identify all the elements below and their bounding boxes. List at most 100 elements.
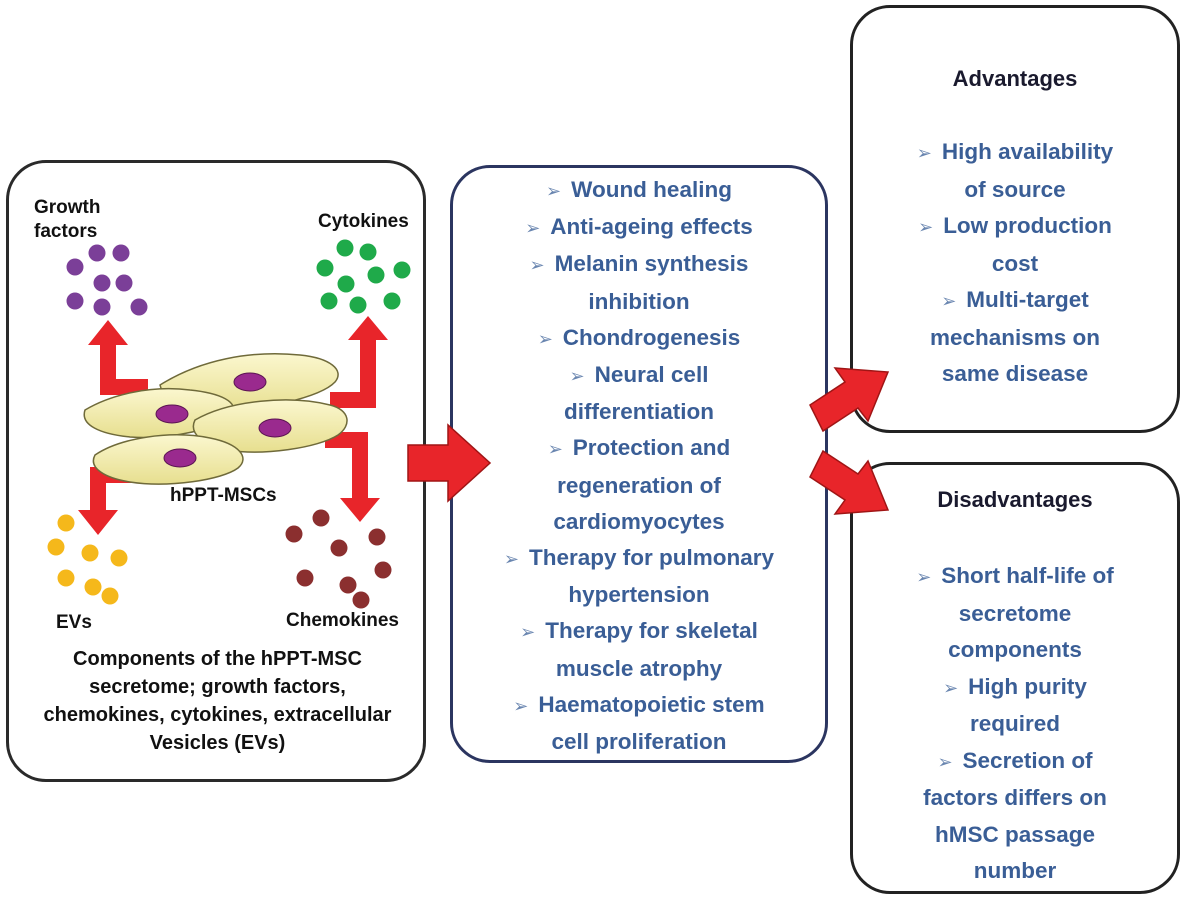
advantages-list: ➢High availability of source ➢ Low producti… <box>858 134 1172 393</box>
list-item-text: Haematopoietic stem <box>538 691 765 717</box>
dot <box>336 239 354 257</box>
list-item-text: number <box>973 858 1057 883</box>
dot <box>84 578 102 596</box>
dot <box>383 292 401 310</box>
advantages-panel <box>850 5 1180 433</box>
list-item-text: Anti-ageing effects <box>550 214 753 240</box>
cytokine-dots <box>316 239 411 314</box>
list-item-text: muscle atrophy <box>555 655 723 681</box>
bullet-arrow-icon: ➢ <box>520 622 536 643</box>
bullet-arrow-icon: ➢ <box>937 751 953 772</box>
dot <box>93 298 111 316</box>
list-item-line: cell proliferation <box>455 724 823 760</box>
list-item-text: cardiomyocytes <box>553 508 725 534</box>
dot <box>112 244 130 262</box>
secretome-caption: Components of the hPPT-MSC secretome; gr… <box>20 645 415 757</box>
list-item-text: regeneration of <box>557 472 721 498</box>
red-arrow-icon <box>407 367 890 515</box>
list-item-text: inhibition <box>588 288 690 314</box>
list-item-line: muscle atrophy <box>455 651 823 687</box>
advantages-heading: Advantages <box>952 66 1078 91</box>
dot <box>81 544 99 562</box>
list-item-text: Neural cell <box>594 362 709 388</box>
list-item-text: Wound healing <box>571 177 732 202</box>
dot <box>115 274 133 292</box>
bullet-arrow-icon: ➢ <box>525 218 541 239</box>
list-item-line: mechanisms on <box>858 320 1172 357</box>
dot <box>316 259 334 277</box>
bullet-arrow-icon: ➢ <box>546 181 562 201</box>
caption-line: secretome; growth factors, <box>89 676 346 698</box>
growth-factors-label: Growth factors <box>34 197 101 242</box>
dot <box>66 292 84 310</box>
dot <box>367 266 385 284</box>
list-item-line: ➢Short half-life of <box>858 558 1172 596</box>
bullet-arrow-icon: ➢ <box>918 217 934 237</box>
dot <box>93 274 111 292</box>
list-item-line: components <box>858 632 1172 669</box>
list-item-text: Protection and <box>572 435 731 461</box>
list-item-text: Melanin synthesis <box>554 251 749 277</box>
dot <box>57 569 75 587</box>
disadvantages-heading: Disadvantages <box>937 487 1093 512</box>
list-item-text: Low production <box>943 213 1112 238</box>
caption-line: Vesicles (EVs) <box>149 732 286 754</box>
list-item-line: factors differs on <box>858 780 1172 817</box>
evs-label: EVs <box>56 612 92 633</box>
dot <box>110 549 128 567</box>
list-item-line: same disease <box>858 356 1172 393</box>
list-item-text: mechanisms on <box>929 324 1101 350</box>
bullet-arrow-icon: ➢ <box>547 439 563 460</box>
bullet-arrow-icon: ➢ <box>503 549 520 570</box>
dot <box>393 261 411 279</box>
dot <box>88 244 106 262</box>
bullet-arrow-icon: ➢ <box>513 695 529 716</box>
dot <box>359 243 377 261</box>
list-item-text: Therapy for skeletal <box>545 618 758 644</box>
list-item-line: ➢Neural cell <box>455 357 823 394</box>
list-item-line: ➢ High purity <box>858 669 1172 707</box>
list-item-line: ➢ Melanin synthesis <box>455 246 823 283</box>
list-item-line: ➢ Low production <box>858 208 1172 246</box>
list-item-text: factors differs on <box>923 785 1107 810</box>
ev-dots <box>47 514 128 605</box>
list-item-line: cost <box>858 246 1172 283</box>
list-item-text: hMSC passage <box>934 821 1096 847</box>
dot <box>320 292 338 310</box>
list-item-text: High availability <box>941 139 1114 164</box>
list-item-line: cardiomyocytes <box>455 504 823 540</box>
list-item-text: components <box>948 637 1082 662</box>
bullet-arrow-icon: ➢ <box>529 255 545 276</box>
list-item-text: Short half-life of <box>941 563 1114 588</box>
dot <box>330 539 348 557</box>
list-item-text: secretome <box>958 600 1072 626</box>
caption-line: chemokines, cytokines, extracellular <box>43 704 392 726</box>
dot <box>296 569 314 587</box>
bullet-arrow-icon: ➢ <box>943 677 959 698</box>
list-item-text: differentiation <box>564 399 714 425</box>
dot <box>130 298 148 316</box>
list-item-text: Therapy for pulmonary <box>529 545 775 571</box>
dot <box>101 587 119 605</box>
list-item-line: hMSC passage <box>858 817 1172 854</box>
cell-icon <box>83 353 348 485</box>
dot <box>349 296 367 314</box>
list-item-text: High purity <box>968 673 1087 699</box>
list-item-line: inhibition <box>455 284 823 320</box>
dot <box>66 258 84 276</box>
list-item-line: ➢Chondrogenesis <box>455 320 823 357</box>
chemokines-label: Chemokines <box>286 610 399 631</box>
list-item-line: ➢High availability <box>858 134 1172 172</box>
list-item-text: of source <box>964 176 1066 202</box>
list-item-text: Chondrogenesis <box>562 324 741 350</box>
list-item-line: of source <box>858 172 1172 209</box>
cells-label: hPPT-MSCs <box>170 485 277 506</box>
applications-list: ➢Wound healing➢Anti-ageing effects➢Melan… <box>455 172 823 760</box>
list-item-line: ➢ Therapy for skeletal <box>455 613 823 650</box>
list-item-line: number <box>858 853 1172 890</box>
dot <box>374 561 392 579</box>
list-item-line: differentiation <box>455 394 823 430</box>
list-item-line: hypertension <box>455 577 823 613</box>
